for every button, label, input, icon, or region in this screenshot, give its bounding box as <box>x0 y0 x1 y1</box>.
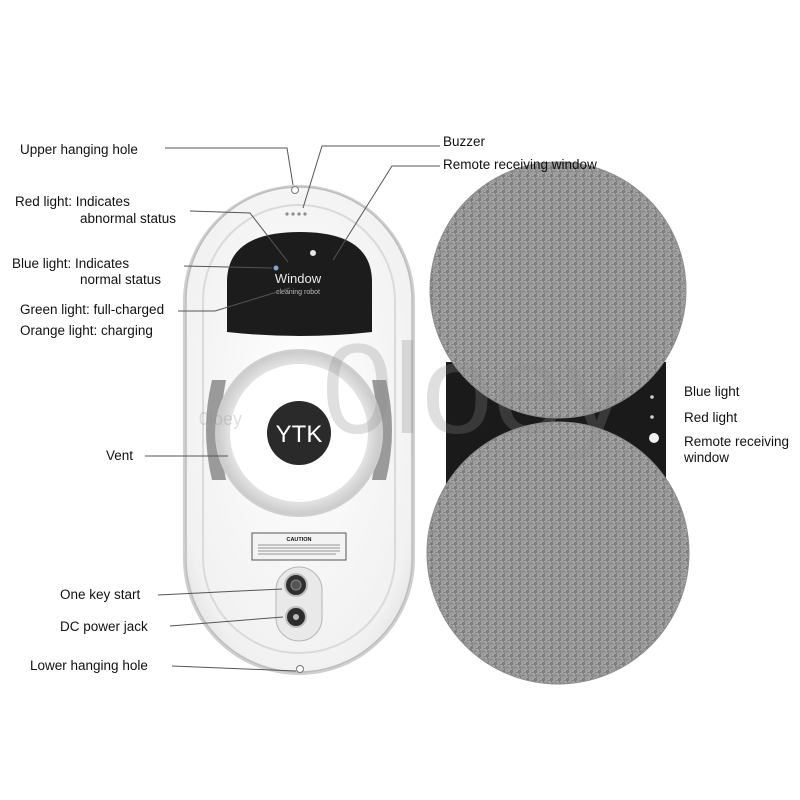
control-panel <box>227 232 372 336</box>
caution-text-lines <box>258 544 340 555</box>
blue-light-indicator <box>273 265 279 271</box>
upper-cleaning-pad <box>429 161 687 419</box>
label-back-red-light: Red light <box>684 410 738 425</box>
lower-hanging-hole <box>296 665 304 673</box>
caution-sticker <box>251 532 347 561</box>
back-remote-window <box>649 433 659 443</box>
label-lower-hanging-hole: Lower hanging hole <box>30 658 148 673</box>
label-orange-light: Orange light: charging <box>20 323 153 338</box>
remote-sensor-dot <box>310 250 316 256</box>
logo-text: YTK <box>276 421 323 448</box>
screen-subtitle: cleaning robot <box>276 289 320 296</box>
robot-back <box>426 161 690 685</box>
label-upper-hanging-hole: Upper hanging hole <box>20 142 138 157</box>
label-blue-light-line1: Blue light: Indicates <box>12 256 130 271</box>
robot-front: Window cleaning robot YTK CAUTION <box>183 185 415 675</box>
screen-title: Window <box>275 271 322 286</box>
label-green-light: Green light: full-charged <box>20 302 165 317</box>
buzzer-grille <box>285 212 307 216</box>
label-blue-light-line2: normal status <box>80 272 162 287</box>
label-back-blue-light: Blue light <box>684 384 740 399</box>
logo-badge <box>267 401 331 465</box>
label-red-light-line1: Red light: Indicates <box>15 194 130 209</box>
label-dc-power-jack: DC power jack <box>60 619 148 634</box>
label-back-remote-line1: Remote receiving <box>684 434 790 449</box>
label-vent: Vent <box>106 448 134 463</box>
lower-cleaning-pad <box>426 421 690 685</box>
label-remote-receiving-window: Remote receiving window <box>443 157 597 172</box>
jack-pin <box>293 614 299 620</box>
label-one-key-start: One key start <box>60 587 141 602</box>
leader-lines <box>145 145 440 672</box>
label-back-remote-line2: window <box>684 450 730 465</box>
back-red-light <box>650 415 654 419</box>
caution-title: CAUTION <box>286 537 311 543</box>
upper-hanging-hole <box>291 186 299 194</box>
back-blue-light <box>650 395 654 399</box>
label-red-light-line2: abnormal status <box>80 211 177 226</box>
power-icon <box>290 579 302 591</box>
label-buzzer: Buzzer <box>443 134 486 149</box>
robot-inner-rim <box>202 204 396 654</box>
